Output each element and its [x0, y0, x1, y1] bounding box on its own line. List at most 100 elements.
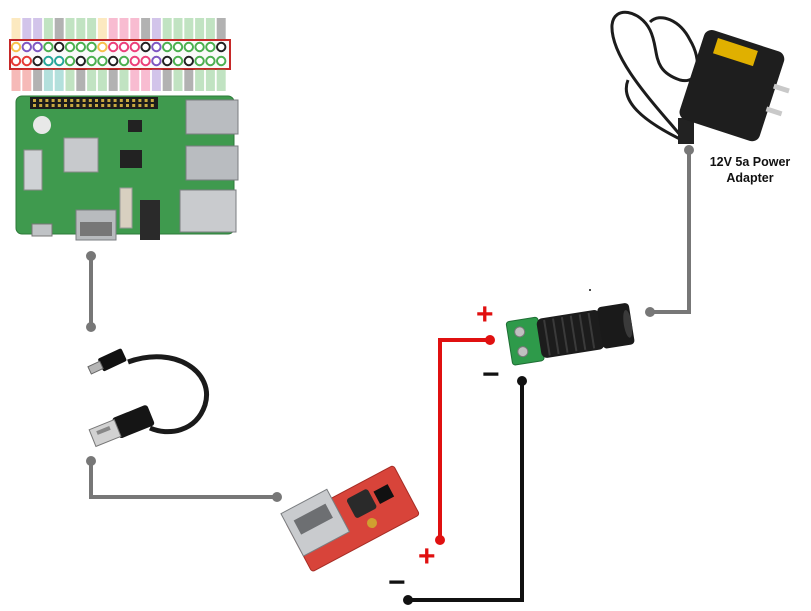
header-pin [39, 99, 43, 102]
header-pin [132, 104, 136, 107]
pin-label-tab [76, 69, 86, 91]
header-pin [138, 104, 142, 107]
gpio-pin [10, 41, 22, 53]
wire-node [272, 492, 282, 502]
gpio-pin [43, 55, 54, 67]
gpio-pin [32, 55, 43, 67]
pin-row-bottom [10, 55, 227, 67]
pin-label-tab [65, 18, 75, 40]
wire-node [86, 456, 96, 466]
gpio-pin [54, 41, 65, 53]
adapter-prong-2 [765, 106, 783, 117]
pi-wifi-module [23, 149, 43, 191]
pi-soc-chip [63, 137, 99, 173]
gpio-pin [54, 55, 65, 67]
mini-usb-body [98, 348, 127, 372]
header-pin [119, 99, 123, 102]
raspberry-pi-board [15, 95, 239, 241]
header-pin [45, 99, 49, 102]
adapter-prong-1 [773, 83, 790, 94]
gpio-pin [172, 55, 184, 67]
pi-usb-port-1 [185, 99, 239, 135]
wire-negative [408, 381, 524, 602]
mini-usb-metal [87, 360, 104, 375]
pin-label-tab [87, 69, 97, 91]
header-pin [119, 104, 123, 107]
converter-capacitor [366, 518, 377, 529]
pin-label-tab [216, 69, 226, 91]
wire-node [86, 322, 96, 332]
pin-label-tab [108, 18, 118, 40]
header-pin [113, 104, 117, 107]
pi-header-pins [33, 99, 154, 107]
header-pin [70, 99, 74, 102]
pin-label-tab [22, 18, 32, 40]
adapter-cable-loop [624, 79, 687, 144]
gpio-pin [216, 41, 227, 53]
gpio-pin [129, 55, 141, 67]
power-adapter-label: 12V 5a Power Adapter [709, 155, 791, 185]
usb-cable [87, 348, 209, 448]
pin-label-tab [54, 18, 64, 40]
pin-label-tab [33, 69, 43, 91]
gpio-pin [194, 55, 205, 67]
header-pin [126, 99, 129, 102]
header-pin [144, 104, 148, 107]
header-pin [101, 104, 105, 107]
gpio-pin [172, 41, 184, 53]
pin-label-tab [11, 18, 21, 40]
wire-node [645, 307, 655, 317]
gpio-pin [75, 55, 87, 67]
jack-ridge [543, 319, 551, 356]
pin-label-tab [162, 18, 172, 40]
stray-dot [589, 289, 591, 291]
pin-label-tab [162, 69, 172, 91]
pin-label-tab [151, 18, 161, 40]
header-pin [39, 104, 43, 107]
converter-positive-sign: + [418, 540, 436, 573]
wire-node [485, 335, 495, 345]
pin-label-tab [130, 18, 140, 40]
pin-label-tab [195, 18, 205, 40]
adapter-brick-label [712, 37, 758, 67]
pi-gpio-header [30, 97, 158, 109]
header-pin [64, 99, 67, 102]
header-pin [51, 104, 55, 107]
gpio-pin [151, 55, 162, 67]
gpio-pin [140, 41, 151, 53]
pin-label-tab [76, 18, 86, 40]
dc-barrel-jack [505, 303, 635, 366]
gpio-pin [205, 55, 216, 67]
gpio-pin [43, 41, 54, 53]
pi-camera-connector [119, 187, 133, 229]
pin-label-tab [87, 18, 97, 40]
header-pin [126, 104, 129, 107]
pin-label-tab [173, 69, 183, 91]
gpio-pin [205, 41, 216, 53]
gpio-pin [97, 41, 108, 53]
header-pin [76, 104, 80, 107]
header-pin [132, 99, 136, 102]
jack-positive-sign: + [476, 298, 494, 331]
pin-label-tab [43, 18, 53, 40]
gpio-pin [162, 41, 173, 53]
jack-ridge [569, 315, 578, 352]
gpio-pin-legend [9, 18, 231, 91]
gpio-pin [118, 55, 130, 67]
header-pin [76, 99, 80, 102]
adapter-barrel-plug [678, 118, 694, 144]
pin-label-tab [141, 18, 151, 40]
pin-label-tab [33, 18, 43, 40]
header-pin [95, 104, 98, 107]
gpio-pin [10, 55, 22, 67]
header-pin [33, 99, 36, 102]
adapter-brick [679, 30, 790, 142]
jack-ridge [560, 316, 569, 353]
header-pin [45, 104, 49, 107]
dc-dc-converter [280, 465, 420, 572]
header-pin [150, 104, 154, 107]
converter-usb-socket [293, 503, 333, 535]
gpio-pin [118, 41, 130, 53]
wire-node [435, 535, 445, 545]
